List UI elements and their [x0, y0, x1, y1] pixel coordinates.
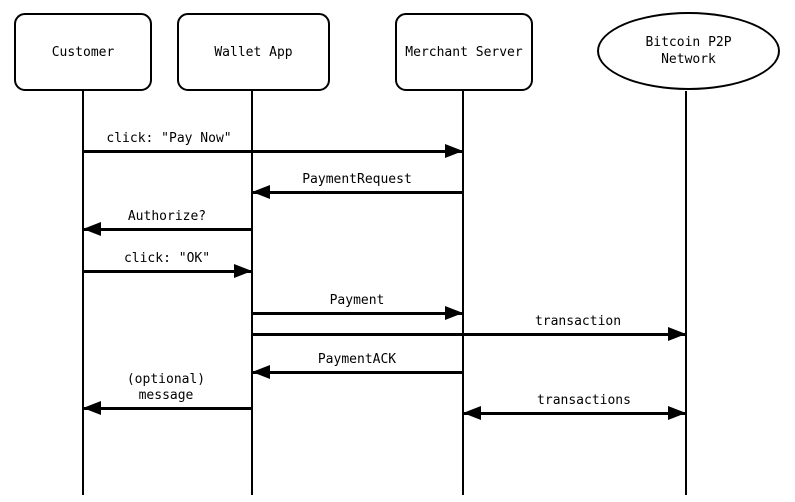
message-line — [252, 191, 463, 194]
arrowhead-right-icon — [668, 327, 686, 341]
message-line — [252, 333, 686, 336]
arrowhead-right-icon — [445, 144, 463, 158]
participant-label: Merchant Server — [405, 44, 523, 60]
participant-label: Wallet App — [214, 44, 293, 60]
participant-merchant: Merchant Server — [395, 13, 533, 91]
arrowhead-left-icon — [83, 222, 101, 236]
message-label: PaymentACK — [317, 352, 397, 367]
arrowhead-right-icon — [234, 264, 252, 278]
lifeline-merchant — [462, 91, 464, 495]
message-line — [83, 270, 252, 273]
lifeline-bitcoin — [685, 91, 687, 495]
message-label: Payment — [329, 293, 385, 308]
message-line — [83, 150, 463, 153]
participant-label: Bitcoin P2P Network — [645, 35, 732, 67]
arrowhead-left-icon — [83, 401, 101, 415]
message-line — [252, 371, 463, 374]
lifeline-customer — [82, 91, 84, 495]
message-label: click: "OK" — [123, 251, 211, 266]
message-label: transaction — [534, 314, 622, 329]
message-line — [252, 312, 463, 315]
arrowhead-right-icon — [445, 306, 463, 320]
message-label: Authorize? — [127, 209, 207, 224]
arrowhead-left-icon — [252, 185, 270, 199]
arrowhead-left-icon — [252, 365, 270, 379]
message-label: transactions — [537, 393, 631, 408]
lifeline-wallet — [251, 91, 253, 495]
message-line — [83, 228, 252, 231]
participant-customer: Customer — [14, 13, 152, 91]
message-line — [83, 407, 252, 410]
message-label: PaymentRequest — [302, 172, 412, 187]
participant-label: Customer — [51, 44, 115, 60]
message-label: (optional) message — [126, 372, 206, 403]
arrowhead-right-icon — [668, 406, 686, 420]
message-line — [463, 412, 686, 415]
message-label: click: "Pay Now" — [106, 131, 232, 146]
participant-wallet: Wallet App — [177, 13, 330, 91]
arrowhead-left-icon — [463, 406, 481, 420]
participant-bitcoin: Bitcoin P2P Network — [597, 12, 780, 90]
